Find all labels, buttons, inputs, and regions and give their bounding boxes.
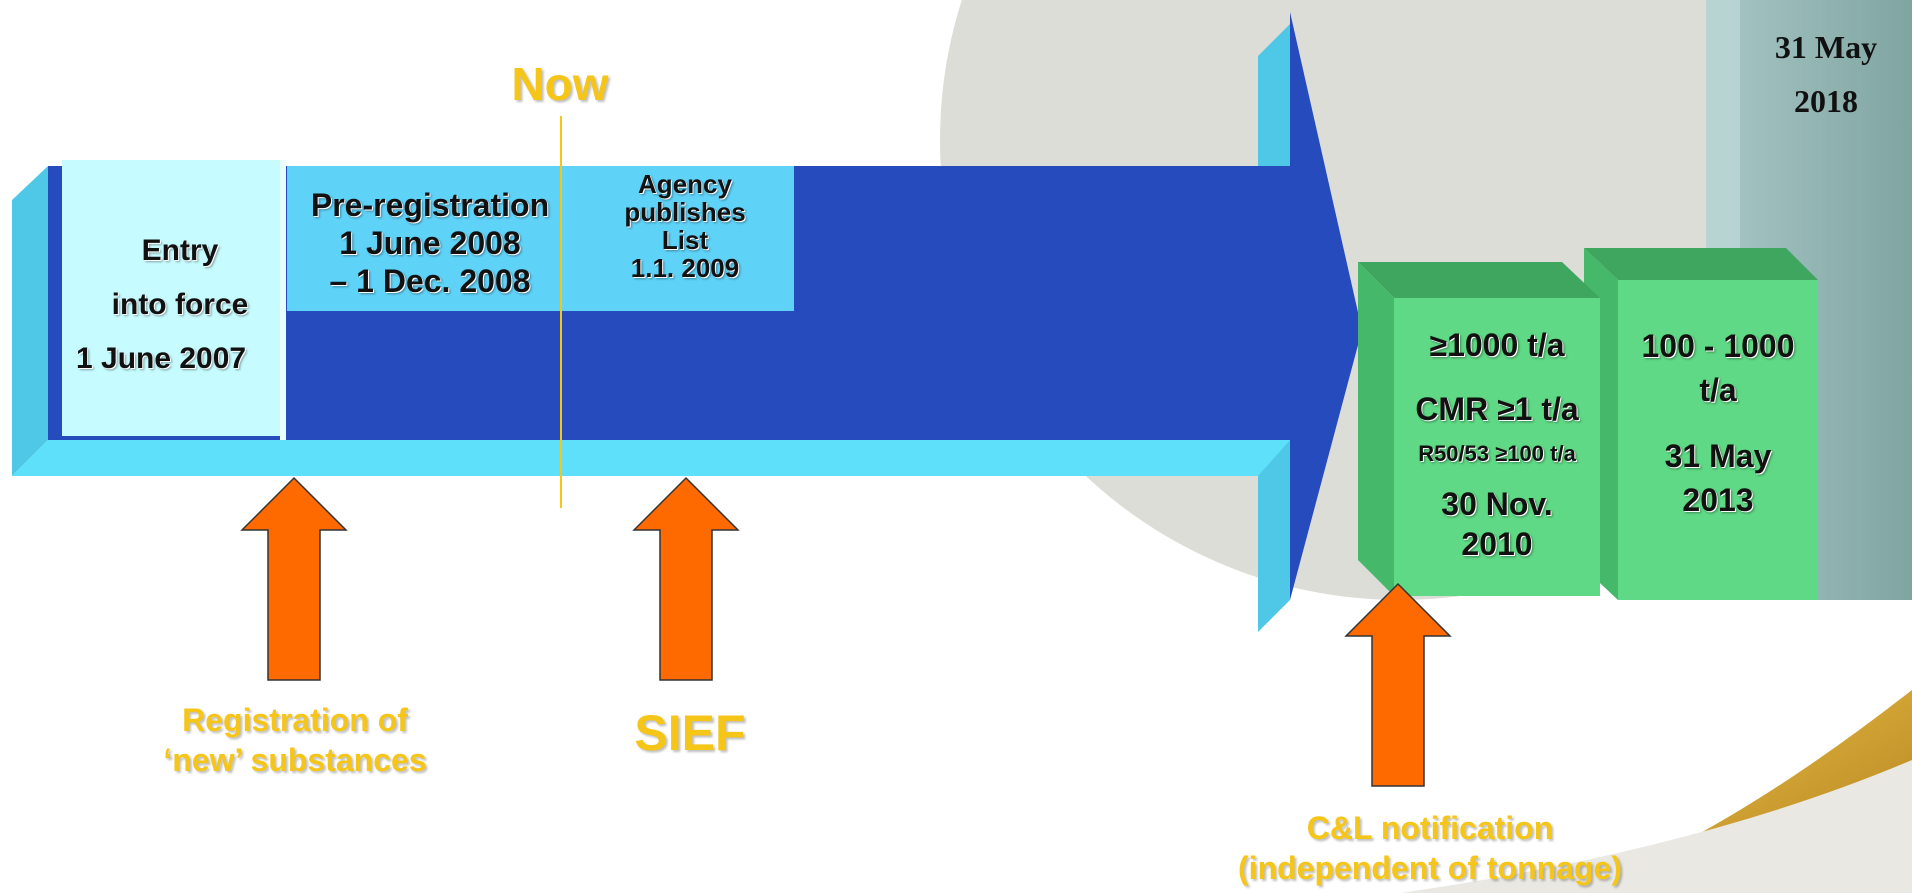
- agency-line3: List: [661, 225, 709, 255]
- deadline1-date1: 30 Nov.: [1441, 486, 1553, 522]
- deadline2-date2: 2013: [1682, 482, 1754, 518]
- deadline-2010-label: ≥1000 t/a CMR ≥1 t/a R50/53 ≥100 t/a 30 …: [1394, 324, 1600, 564]
- deadline3-date2: 2018: [1794, 83, 1858, 119]
- agency-publishes-label: Agency publishes List 1.1. 2009: [600, 170, 770, 282]
- entry-into-force-label: Entry into force 1 June 2007: [62, 224, 298, 386]
- deadline2-date1: 31 May: [1664, 438, 1772, 474]
- pre-registration-label: Pre-registration 1 June 2008 – 1 Dec. 20…: [290, 186, 570, 300]
- deadline1-date2: 2010: [1461, 526, 1533, 562]
- entry-line1: Entry: [141, 234, 219, 267]
- prereg-line3: – 1 Dec. 2008: [329, 263, 531, 299]
- deadline1-cmr: CMR ≥1 t/a: [1415, 391, 1579, 427]
- deadline-box-2010: [1394, 298, 1600, 596]
- registration-up-arrow: [240, 476, 348, 681]
- timeline-arrow-head-upper-bevel: [1258, 24, 1290, 166]
- prereg-line2: 1 June 2008: [339, 225, 521, 261]
- timeline-arrow-head-lower-bevel: [1258, 440, 1290, 632]
- deadline-box-2013: [1618, 280, 1818, 600]
- deadline-2018-label: 31 May 2018: [1740, 20, 1912, 128]
- entry-box-divider: [280, 160, 286, 440]
- agency-line4: 1.1. 2009: [630, 253, 740, 283]
- sief-label: SIEF: [634, 705, 746, 761]
- deadline-box-2013-top: [1584, 248, 1818, 280]
- cl-line1: C&L notification: [1306, 810, 1554, 846]
- prereg-line1: Pre-registration: [310, 187, 550, 223]
- pre-registration-box: [287, 166, 794, 311]
- cl-notification-up-arrow: [1344, 582, 1452, 787]
- agency-line1: Agency: [638, 169, 732, 199]
- deadline-2013-label: 100 - 1000 t/a 31 May 2013: [1618, 324, 1818, 522]
- timeline-arrow-bottom-bevel: [12, 440, 1290, 476]
- sief-up-arrow: [632, 476, 740, 681]
- deadline-box-2010-side: [1358, 262, 1394, 596]
- deadline2-tonnage2: t/a: [1699, 372, 1737, 408]
- deadline3-date1: 31 May: [1774, 29, 1878, 65]
- corner-swoosh-light: [1400, 760, 1912, 893]
- timeline-arrow-left-bevel: [12, 166, 48, 476]
- entry-line3: 1 June 2007: [76, 342, 247, 375]
- deadline2-tonnage1: 100 - 1000: [1641, 328, 1795, 364]
- deadline-box-2010-top: [1358, 262, 1600, 298]
- registration-line2: ‘new’ substances: [163, 742, 427, 778]
- agency-line2: publishes: [624, 197, 746, 227]
- entry-line2: into force: [111, 288, 249, 321]
- now-label: Now: [511, 58, 609, 110]
- entry-into-force-box: [62, 160, 282, 436]
- deadline1-tonnage: ≥1000 t/a: [1429, 327, 1565, 363]
- deadline1-r50: R50/53 ≥100 t/a: [1418, 441, 1576, 466]
- registration-line1: Registration of: [182, 702, 408, 738]
- cl-line2: (independent of tonnage): [1238, 850, 1622, 886]
- registration-new-substances-label: Registration of ‘new’ substances: [120, 700, 470, 780]
- cl-notification-label: C&L notification (independent of tonnage…: [1220, 808, 1640, 888]
